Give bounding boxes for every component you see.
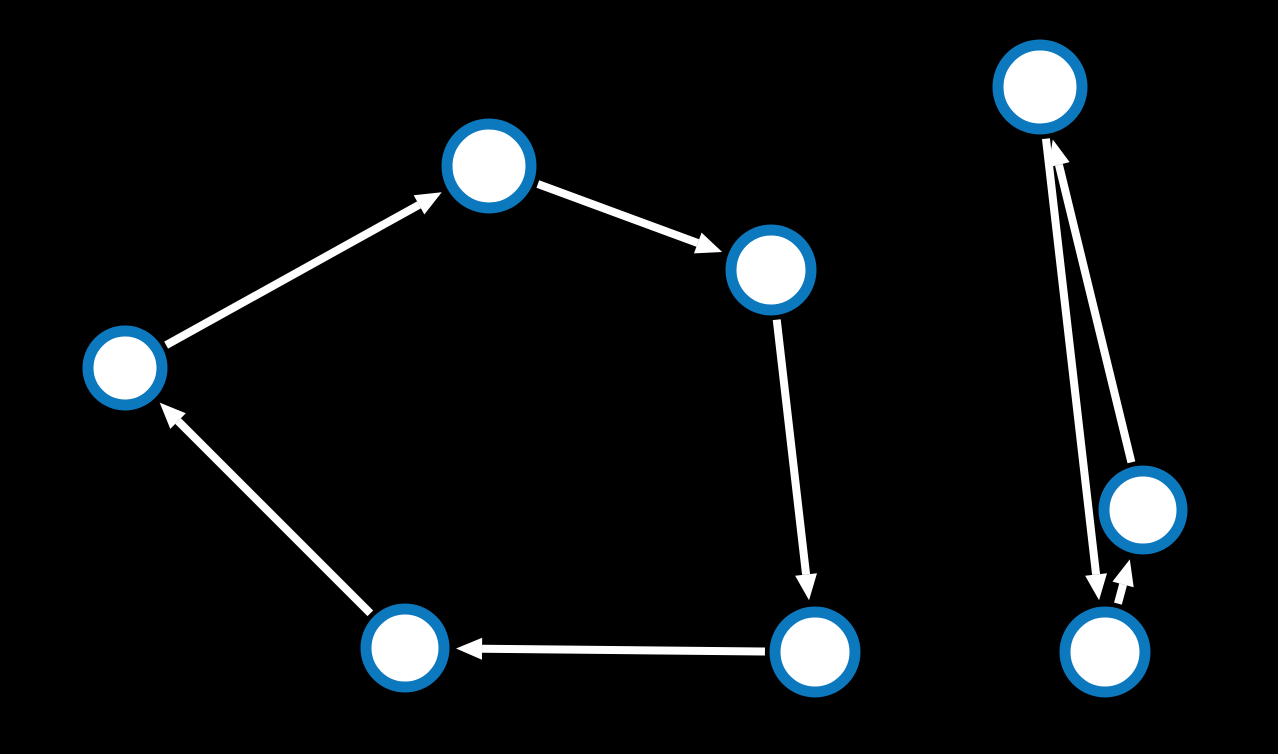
- edge-line[interactable]: [1055, 163, 1136, 464]
- node-circle[interactable]: [1098, 465, 1188, 555]
- edge-arrowhead-icon: [1085, 573, 1108, 601]
- edge-line[interactable]: [175, 418, 374, 617]
- edge-line[interactable]: [1114, 583, 1127, 605]
- graph-edge[interactable]: [159, 402, 374, 617]
- edge-arrowhead-icon: [795, 573, 817, 601]
- graph-edge[interactable]: [164, 192, 442, 349]
- graph-edge[interactable]: [1112, 559, 1134, 605]
- graph-edge[interactable]: [1041, 138, 1108, 601]
- edge-arrowhead-icon: [413, 192, 442, 215]
- edge-line[interactable]: [536, 180, 700, 247]
- edge-arrowhead-icon: [1048, 139, 1070, 168]
- edge-line[interactable]: [482, 644, 765, 656]
- graph-node[interactable]: [725, 224, 817, 316]
- graph-edge[interactable]: [1048, 139, 1136, 464]
- graph-node[interactable]: [82, 325, 168, 411]
- node-circle[interactable]: [82, 325, 168, 411]
- edge-arrowhead-icon: [456, 637, 483, 660]
- graph-node[interactable]: [1059, 606, 1151, 698]
- node-circle[interactable]: [725, 224, 817, 316]
- node-circle[interactable]: [769, 606, 861, 698]
- edge-line[interactable]: [1041, 138, 1101, 575]
- edge-arrowhead-icon: [693, 232, 723, 254]
- edge-line[interactable]: [772, 319, 811, 575]
- graph-edge[interactable]: [772, 319, 817, 601]
- node-circle[interactable]: [1059, 606, 1151, 698]
- graph-node[interactable]: [769, 606, 861, 698]
- graph-node[interactable]: [441, 118, 537, 214]
- node-circle[interactable]: [992, 39, 1088, 135]
- graph-edge[interactable]: [536, 180, 723, 254]
- edge-arrowhead-icon: [159, 402, 186, 429]
- node-circle[interactable]: [441, 118, 537, 214]
- node-circle[interactable]: [360, 603, 450, 693]
- nodes-layer: [82, 39, 1188, 698]
- graph-node[interactable]: [992, 39, 1088, 135]
- edges-layer: [159, 138, 1136, 660]
- edge-arrowhead-icon: [1112, 559, 1134, 588]
- graph-node[interactable]: [1098, 465, 1188, 555]
- graph-node[interactable]: [360, 603, 450, 693]
- graph-edge[interactable]: [456, 637, 765, 660]
- edge-line[interactable]: [164, 201, 421, 349]
